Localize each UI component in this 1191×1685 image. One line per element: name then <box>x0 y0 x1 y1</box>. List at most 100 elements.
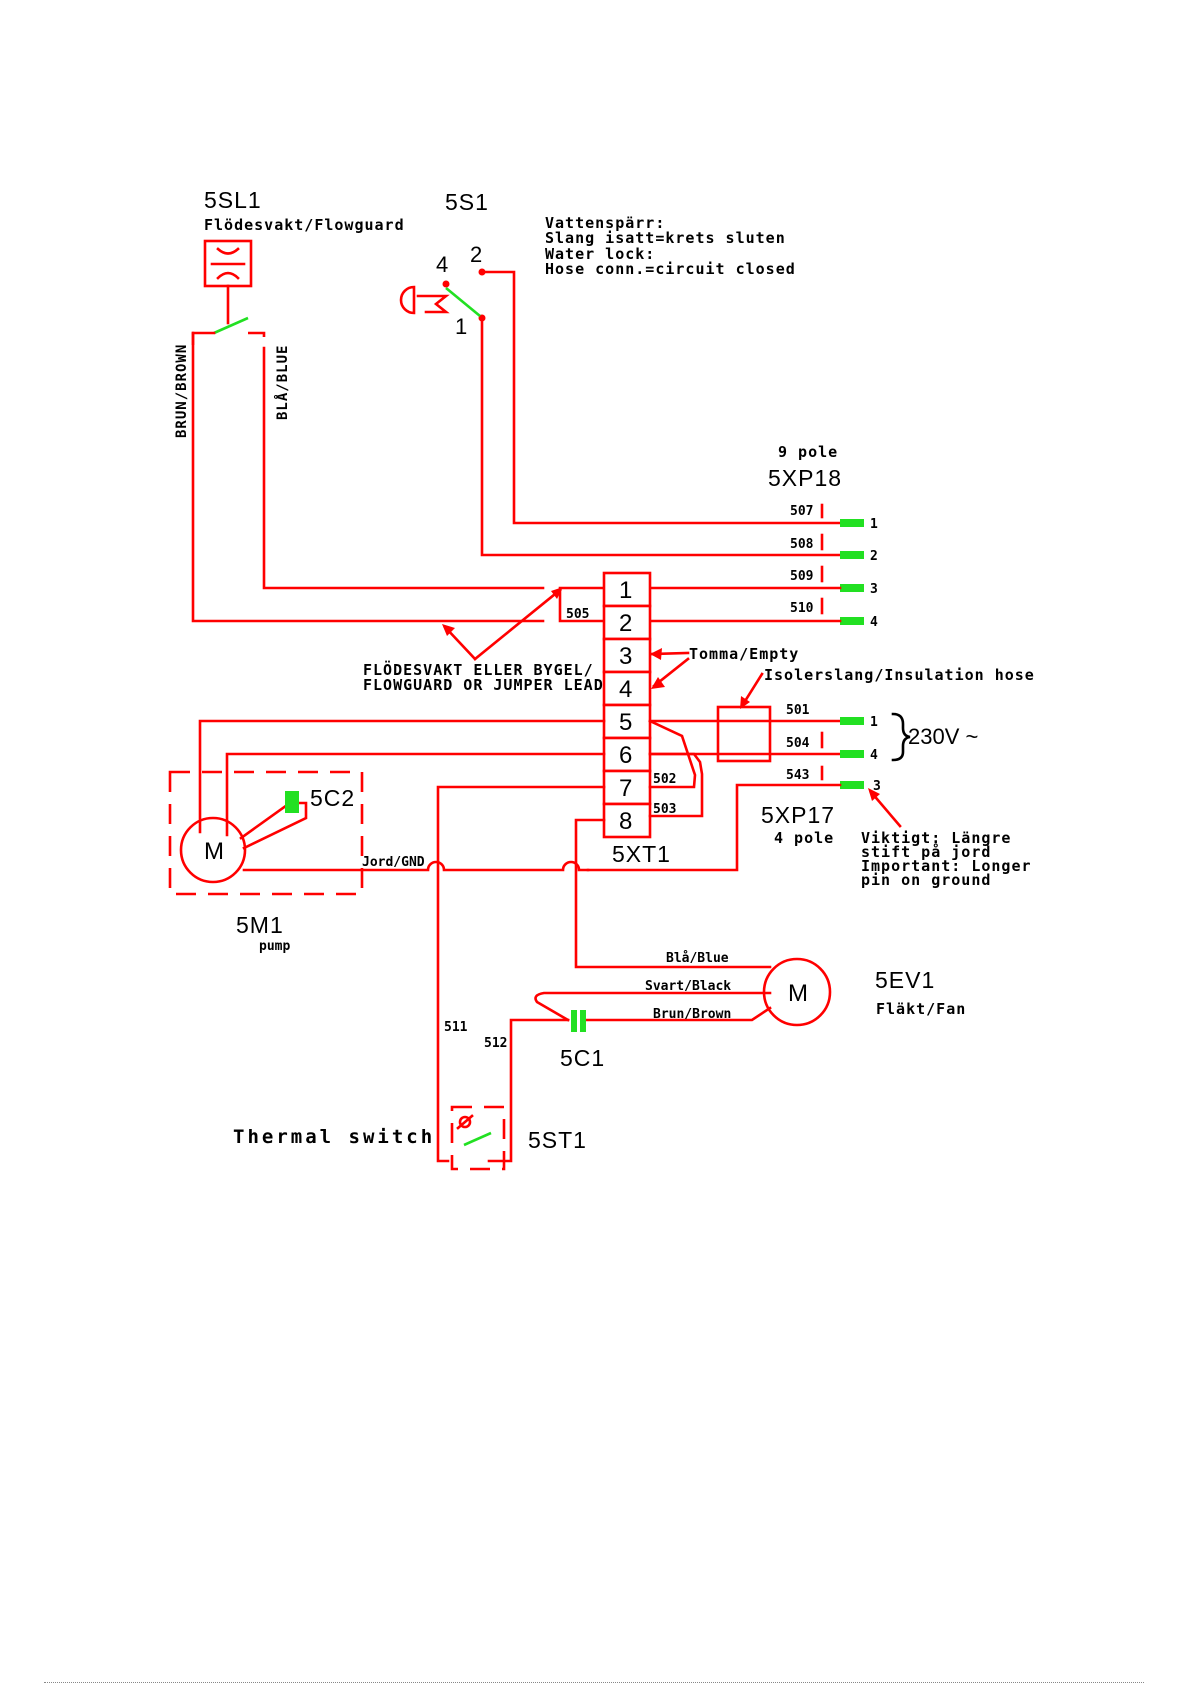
insulation-hose-label: Isolerslang/Insulation hose <box>764 666 1035 684</box>
water-lock-note-line4: Hose conn.=circuit closed <box>545 260 796 278</box>
xp17-pole-label: 4 pole <box>774 829 834 847</box>
xp17-ref: 5XP17 <box>761 802 835 828</box>
empty-label: Tomma/Empty <box>689 645 799 663</box>
terminal-block-ref: 5XT1 <box>612 841 671 867</box>
thermal-switch-ref: 5ST1 <box>528 1127 587 1153</box>
page-bottom-rule <box>44 1682 1144 1683</box>
jumper-arrow-right <box>473 588 562 661</box>
wire-507: 507 <box>790 504 813 519</box>
voltage-brace-icon <box>891 712 911 762</box>
jumper-note-line1: FLÖDESVAKT ELLER BYGEL/ <box>363 660 594 679</box>
brown-wire <box>191 331 545 623</box>
pump-cap-wire-b <box>242 801 308 850</box>
pump-motor-circle <box>179 816 247 884</box>
fan-brown-label: Brun/Brown <box>653 1007 731 1022</box>
jumper-note-line2: FLOWGUARD OR JUMPER LEAD <box>363 676 604 694</box>
pump-cap-wire-a <box>239 801 292 840</box>
xp17-pin-3 <box>840 781 864 789</box>
water-lock-pin-1: 1 <box>455 314 467 339</box>
jumper-arrow-left-head <box>442 624 455 636</box>
fan-brown-wire <box>584 1006 772 1022</box>
ground-note-arrow-head <box>868 788 880 801</box>
flowguard-switch-blade <box>213 316 249 335</box>
xp18-ref: 5XP18 <box>768 465 842 491</box>
flowguard-right-lead <box>248 331 266 348</box>
blue-wire-label: BLÅ/BLUE <box>274 345 291 420</box>
wire-510: 510 <box>790 601 814 616</box>
wire-505: 505 <box>566 607 589 622</box>
fan-label: Fläkt/Fan <box>876 1000 966 1018</box>
pump-motor-symbol: M <box>204 838 224 865</box>
thermal-switch-bimetal-bar <box>456 1114 474 1130</box>
xp18-pin-1 <box>840 519 864 527</box>
pump-capacitor-icon <box>285 791 299 813</box>
ground-note-arrow <box>869 790 902 828</box>
terminal-8-label: 8 <box>619 808 632 835</box>
brown-wire-label: BRUN/BROWN <box>174 344 190 438</box>
xp18-pin-1-label: 1 <box>870 517 878 532</box>
terminal-2-label: 2 <box>619 610 632 637</box>
water-lock-blade <box>445 286 481 318</box>
fan-black-wire <box>534 991 772 1022</box>
fan-motor-circle <box>762 957 832 1027</box>
wire-pump-terminal-6 <box>225 752 606 837</box>
thermal-switch-blade <box>463 1131 492 1147</box>
water-lock-note-line3: Water lock: <box>545 245 655 263</box>
fan-capacitor-plate-b <box>580 1010 586 1032</box>
water-lock-contact-4 <box>442 280 450 288</box>
thermal-switch-enclosure <box>450 1105 506 1171</box>
water-lock-switch-5s1: 5S1 4 2 1 <box>399 189 489 339</box>
xp18-pin-2 <box>840 551 864 559</box>
water-lock-actuator-icon <box>416 294 450 314</box>
wire-511-path <box>436 785 606 1163</box>
fan-blue-wire <box>574 818 772 969</box>
xp17-pin-1 <box>840 717 864 725</box>
water-lock-pin-2: 2 <box>470 242 482 267</box>
terminal-1-label: 1 <box>619 577 632 604</box>
xp18-pin-3 <box>840 584 864 592</box>
wire-503-path <box>648 752 704 818</box>
xp18-pole-label: 9 pole <box>778 443 838 461</box>
xp18-pin-2-label: 2 <box>870 549 878 564</box>
water-lock-note-line1: Vattenspärr: <box>545 214 665 232</box>
ground-note-line1: Viktigt: Längre <box>861 829 1011 847</box>
insulation-hose-box <box>716 705 772 763</box>
flowguard-5sl1: 5SL1 Flödesvakt/Flowguard <box>191 187 404 348</box>
xp18-pin-4 <box>840 617 864 625</box>
terminal-7 <box>602 769 652 806</box>
fan-black-label: Svart/Black <box>645 979 731 994</box>
ground-note-line3: Important: Longer <box>861 857 1032 875</box>
wire-508-path <box>480 316 842 557</box>
ground-note-line2: stift på jord <box>861 843 991 861</box>
terminal-2 <box>602 604 652 641</box>
wire-509: 509 <box>790 569 813 584</box>
terminal-5-label: 5 <box>619 709 632 736</box>
jumper-arrow-right-head <box>551 587 563 599</box>
water-lock-note-line2: Slang isatt=krets sluten <box>545 229 786 247</box>
water-lock-ref: 5S1 <box>445 189 489 215</box>
fan-capacitor-plate-a <box>571 1010 577 1032</box>
terminal-4-label: 4 <box>619 676 632 703</box>
wire-507-path <box>480 270 842 525</box>
water-lock-knob-icon <box>399 285 416 315</box>
flowguard-ref: 5SL1 <box>204 187 262 213</box>
thermal-switch-bimetal-icon <box>458 1115 472 1129</box>
wire-508: 508 <box>790 537 814 552</box>
wire-512: 512 <box>484 1036 507 1051</box>
jumper-505 <box>558 586 606 623</box>
xp17-pin-4-label: 4 <box>870 748 878 763</box>
ground-label: Jord/GND <box>362 855 425 870</box>
blue-wire <box>262 346 545 590</box>
terminal-block-5xt1: 1 2 3 4 5 6 7 8 5XT1 <box>602 571 671 867</box>
empty-arrow-4-head <box>651 677 665 689</box>
xp17-pin-4 <box>840 750 864 758</box>
terminal-6-label: 6 <box>619 742 632 769</box>
xp18-pin-4-label: 4 <box>870 615 878 630</box>
fan-blue-label: Blå/Blue <box>666 951 729 966</box>
pump-ref: 5M1 <box>236 912 284 938</box>
ground-note-line4: pin on ground <box>861 871 991 889</box>
pump-enclosure <box>168 770 364 896</box>
terminal-3-label: 3 <box>619 643 632 670</box>
wire-511: 511 <box>444 1020 468 1035</box>
